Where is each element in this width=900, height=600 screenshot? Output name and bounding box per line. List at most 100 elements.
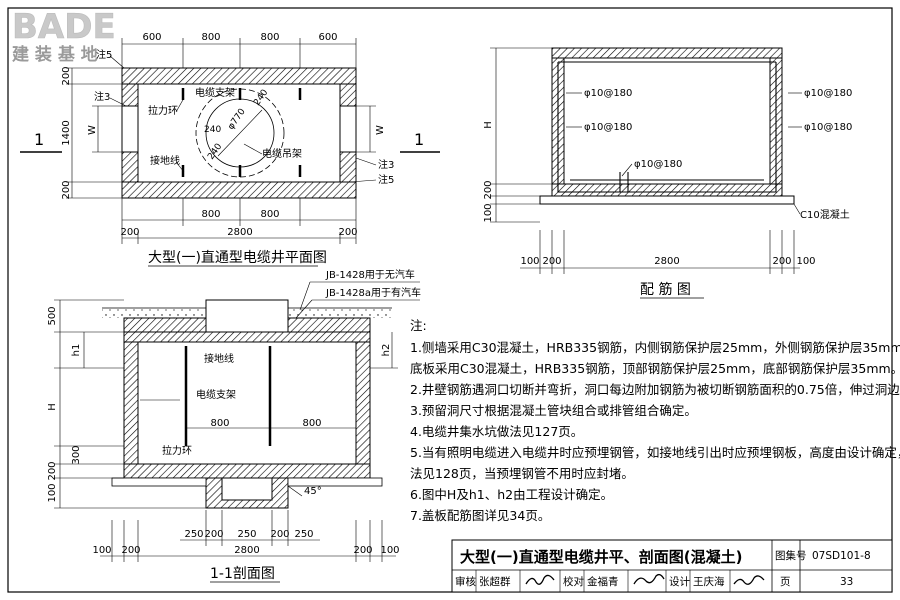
titleblock-review-name: 张超群 (479, 575, 511, 588)
logo: BADE 建 装 基 地 (12, 7, 116, 65)
plan-dim-top-1: 600 (142, 32, 161, 43)
plan-circle-r3: 240 (204, 125, 221, 135)
title-block: 大型(一)直通型电缆井平、剖面图(混凝土) 图集号 07SD101-8 审核 张… (451, 539, 893, 593)
rebar-view: φ10@180 φ10@180 φ10@180 φ10@180 φ10@180 … (483, 47, 852, 299)
rebar-dim-b5: 100 (796, 256, 815, 267)
plan-dim-bottom-1: 800 (201, 209, 220, 220)
section-mark-right: 1 (414, 130, 424, 149)
section-caption: 1-1剖面图 (210, 566, 275, 582)
rebar-label-5: φ10@180 (804, 122, 852, 133)
note-line: 3.预留洞尺寸根据混凝土管块组合或排管组合确定。 (410, 403, 697, 418)
section-dim-500: 500 (47, 306, 58, 325)
rebar-dim-h: H (483, 121, 494, 129)
section-jb1: JB-1428用于无汽车 (325, 268, 415, 281)
plan-label-note5b: 注5 (378, 173, 394, 186)
rebar-caption: 配 筋 图 (640, 281, 691, 298)
section-dim-r1-2: 200 (204, 529, 223, 540)
plan-dim-left-3: 200 (61, 180, 72, 199)
plan-label-note3a: 注3 (94, 90, 110, 103)
rebar-dim-b2: 200 (542, 256, 561, 267)
plan-dim-end-right: 200 (338, 227, 357, 238)
rebar-label-2: φ10@180 (584, 122, 632, 133)
section-dim-r2-5: 100 (380, 545, 399, 556)
rebar-dim-200: 200 (483, 180, 494, 199)
section-dim-300: 300 (71, 445, 82, 464)
plan-wall-top (121, 67, 357, 85)
plan-dim-total: 2800 (227, 227, 252, 238)
section-mark-left: 1 (34, 130, 44, 149)
titleblock-title: 大型(一)直通型电缆井平、剖面图(混凝土) (460, 548, 742, 566)
signature-check (633, 573, 665, 585)
titleblock-check-name: 金福青 (587, 575, 619, 588)
plan-dim-top-3: 800 (260, 32, 279, 43)
section-label-pull-ring: 拉力环 (162, 444, 192, 457)
plan-dim-end-left: 200 (120, 227, 139, 238)
section-dim-r1-5: 250 (294, 529, 313, 540)
rebar-label-3: φ10@180 (634, 159, 682, 170)
signature-review (525, 574, 555, 585)
section-dim-r2-1: 100 (92, 545, 111, 556)
section-dim-200: 200 (47, 461, 58, 480)
plan-dim-top-4: 600 (318, 32, 337, 43)
signature-design (733, 575, 765, 585)
rebar-label-4: φ10@180 (804, 88, 852, 99)
rebar-dim-b1: 100 (520, 256, 539, 267)
titleblock-design-label: 设计 (669, 575, 690, 588)
logo-brand: BADE (12, 7, 116, 47)
logo-subtitle: 建 装 基 地 (12, 44, 98, 65)
section-label-angle: 45° (304, 486, 322, 497)
plan-label-cable-hanger: 电缆吊架 (262, 147, 302, 160)
plan-caption: 大型(一)直通型电缆井平面图 (148, 249, 327, 266)
rebar-c10-pad (539, 195, 795, 205)
note-line: 底板采用C30混凝土，HRB335钢筋，顶部钢筋保护层25mm，底部钢筋保护层3… (410, 361, 900, 376)
section-view: JB-1428用于无汽车 JB-1428a用于有汽车 接地线 电缆支架 拉力环 … (47, 268, 421, 583)
section-label-800b: 800 (302, 418, 321, 429)
rebar-dim-b3: 2800 (654, 256, 679, 267)
notes-block: 注: 1.侧墙采用C30混凝土，HRB335钢筋，内侧钢筋保护层25mm，外侧钢… (410, 318, 900, 523)
plan-label-cable-bracket: 电缆支架 (195, 86, 235, 99)
section-dim-r1-1: 250 (184, 529, 203, 540)
titleblock-check-label: 校对 (563, 575, 584, 588)
note-line: 4.电缆井集水坑做法见127页。 (410, 424, 583, 439)
titleblock-review-label: 审核 (455, 575, 476, 588)
plan-label-note5a: 注5 (96, 48, 112, 61)
section-dim-r2-3: 2800 (234, 545, 259, 556)
note-line: 1.侧墙采用C30混凝土，HRB335钢筋，内侧钢筋保护层25mm，外侧钢筋保护… (410, 340, 900, 355)
plan-label-ground-wire: 接地线 (150, 154, 180, 167)
section-dim-H: H (47, 403, 58, 411)
note-line: 7.盖板配筋图详见34页。 (410, 508, 550, 523)
plan-dim-left-2: 1400 (61, 120, 72, 145)
titleblock-design-name: 王庆海 (693, 575, 725, 588)
rebar-label-1: φ10@180 (584, 88, 632, 99)
section-dim-r2-4: 200 (353, 545, 372, 556)
titleblock-atlas-label: 图集号 (775, 549, 807, 562)
section-dim-r1-4: 200 (270, 529, 289, 540)
section-dim-100: 100 (47, 483, 58, 502)
section-label-800a: 800 (210, 418, 229, 429)
section-label-cable-bracket: 电缆支架 (196, 388, 236, 401)
titleblock-page-no: 33 (840, 576, 853, 588)
note-line: 2.井壁钢筋遇洞口切断并弯折，洞口每边附加钢筋为被切断钢筋面积的0.75倍，伸过… (410, 382, 900, 397)
section-dim-h2: h2 (381, 344, 392, 357)
rebar-dim-100: 100 (483, 203, 494, 222)
note-line: 5.当有照明电缆进入电缆井时应预埋钢管，如接地线引出时应预埋钢板，高度由设计确定… (410, 445, 900, 460)
plan-dim-bottom-2: 800 (260, 209, 279, 220)
section-jb2: JB-1428a用于有汽车 (325, 286, 421, 299)
plan-dim-left-1: 200 (61, 66, 72, 85)
rebar-dim-b4: 200 (772, 256, 791, 267)
note-line: 法见128页，当预埋钢管不用时应封堵。 (410, 466, 634, 481)
section-manhole-neck (205, 299, 289, 333)
plan-dim-top-2: 800 (201, 32, 220, 43)
rebar-label-c10: C10混凝土 (800, 208, 850, 221)
rebar-top-slab (551, 47, 783, 59)
note-line: 6.图中H及h1、h2由工程设计确定。 (410, 487, 613, 502)
section-dim-r2-2: 200 (121, 545, 140, 556)
plan-label-note3b: 注3 (378, 158, 394, 171)
section-dim-h1: h1 (71, 344, 82, 357)
titleblock-atlas-no: 07SD101-8 (812, 550, 871, 562)
notes-title: 注: (410, 318, 427, 333)
plan-dim-w-left: W (87, 125, 98, 135)
plan-label-pull-ring: 拉力环 (148, 104, 178, 117)
section-dim-r1-3: 250 (237, 529, 256, 540)
